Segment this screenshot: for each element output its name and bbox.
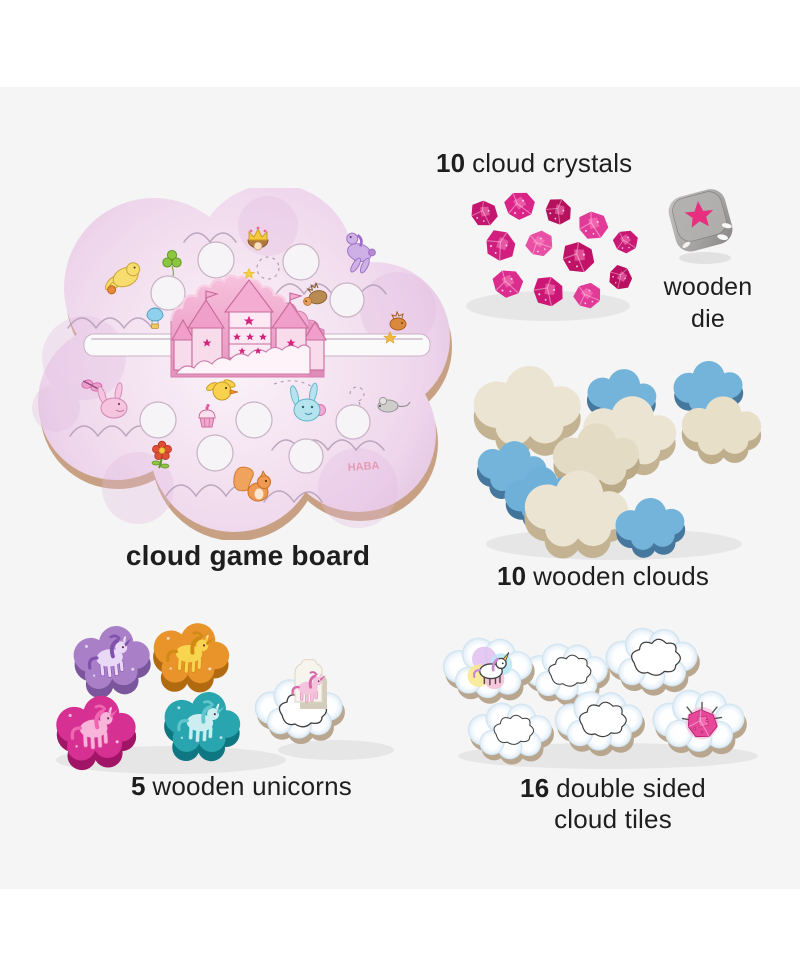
board-pink-mottling <box>32 196 436 528</box>
sparkle-rays <box>681 701 723 721</box>
cloud-game-board-illustration: HABA <box>32 188 452 540</box>
wooden-cloud-pieces <box>473 358 762 561</box>
clouds-text: wooden clouds <box>533 561 710 591</box>
crystals-count: 10 <box>436 148 466 178</box>
die-body <box>668 189 733 252</box>
castle-artwork <box>171 279 327 375</box>
clouds-count: 10 <box>497 561 527 591</box>
hedgehog-acorn-illustration <box>303 281 328 306</box>
purple-bunny-illustration <box>346 232 376 274</box>
clover-illustration <box>162 249 182 277</box>
tiles-text-line1: double sided <box>556 773 706 803</box>
cloud-tiles-illustration <box>442 627 758 769</box>
flower-illustration <box>151 440 172 469</box>
unicorn-cloud-tile <box>442 637 535 704</box>
tiles-count: 16 <box>520 773 550 803</box>
duck-illustration <box>206 379 239 401</box>
hot-air-balloon-illustration <box>146 307 164 329</box>
mouse-illustration <box>377 396 411 413</box>
pink-bunny-illustration <box>97 382 128 419</box>
board-holes <box>139 241 371 474</box>
wooden-clouds-illustration <box>473 358 762 561</box>
cloud-crystals-illustration <box>466 187 642 321</box>
cloud-game-board-label: cloud game board <box>125 540 371 571</box>
cupcake-illustration <box>198 404 216 428</box>
crystals-text: cloud crystals <box>472 148 633 178</box>
leaf-critter-illustration <box>389 310 407 331</box>
white-unicorn-on-cloud-tile <box>254 659 345 745</box>
yellow-bunny-illustration <box>104 262 141 295</box>
unicorns-count: 5 <box>131 771 146 801</box>
crystal-cluster <box>468 187 642 314</box>
white-unicorn-piece <box>292 659 328 709</box>
wooden-die-illustration <box>668 189 733 264</box>
die-label-line1: wooden <box>663 273 753 301</box>
tiles-label-line2: cloud tiles <box>554 804 672 834</box>
die-label-line2: die <box>691 305 725 333</box>
rainbow-unicorn-print <box>472 651 510 686</box>
squirrel-illustration <box>233 466 271 502</box>
haba-logo: HABA <box>347 460 380 474</box>
wooden-unicorns-illustration <box>36 608 394 774</box>
crown-character-illustration <box>247 226 269 251</box>
die-shadow <box>679 252 731 264</box>
crystal-cloud-tile <box>652 689 747 758</box>
castle-piece <box>169 267 327 378</box>
unicorns-text: wooden unicorns <box>152 771 352 801</box>
purple-unicorn-block <box>71 623 154 701</box>
wooden-die-label: wooden die <box>647 271 769 335</box>
blue-bunny-illustration <box>290 382 326 422</box>
cloud-tile-back-right <box>605 627 700 696</box>
orange-unicorn-block <box>151 620 232 695</box>
tile-shadow <box>278 740 394 760</box>
